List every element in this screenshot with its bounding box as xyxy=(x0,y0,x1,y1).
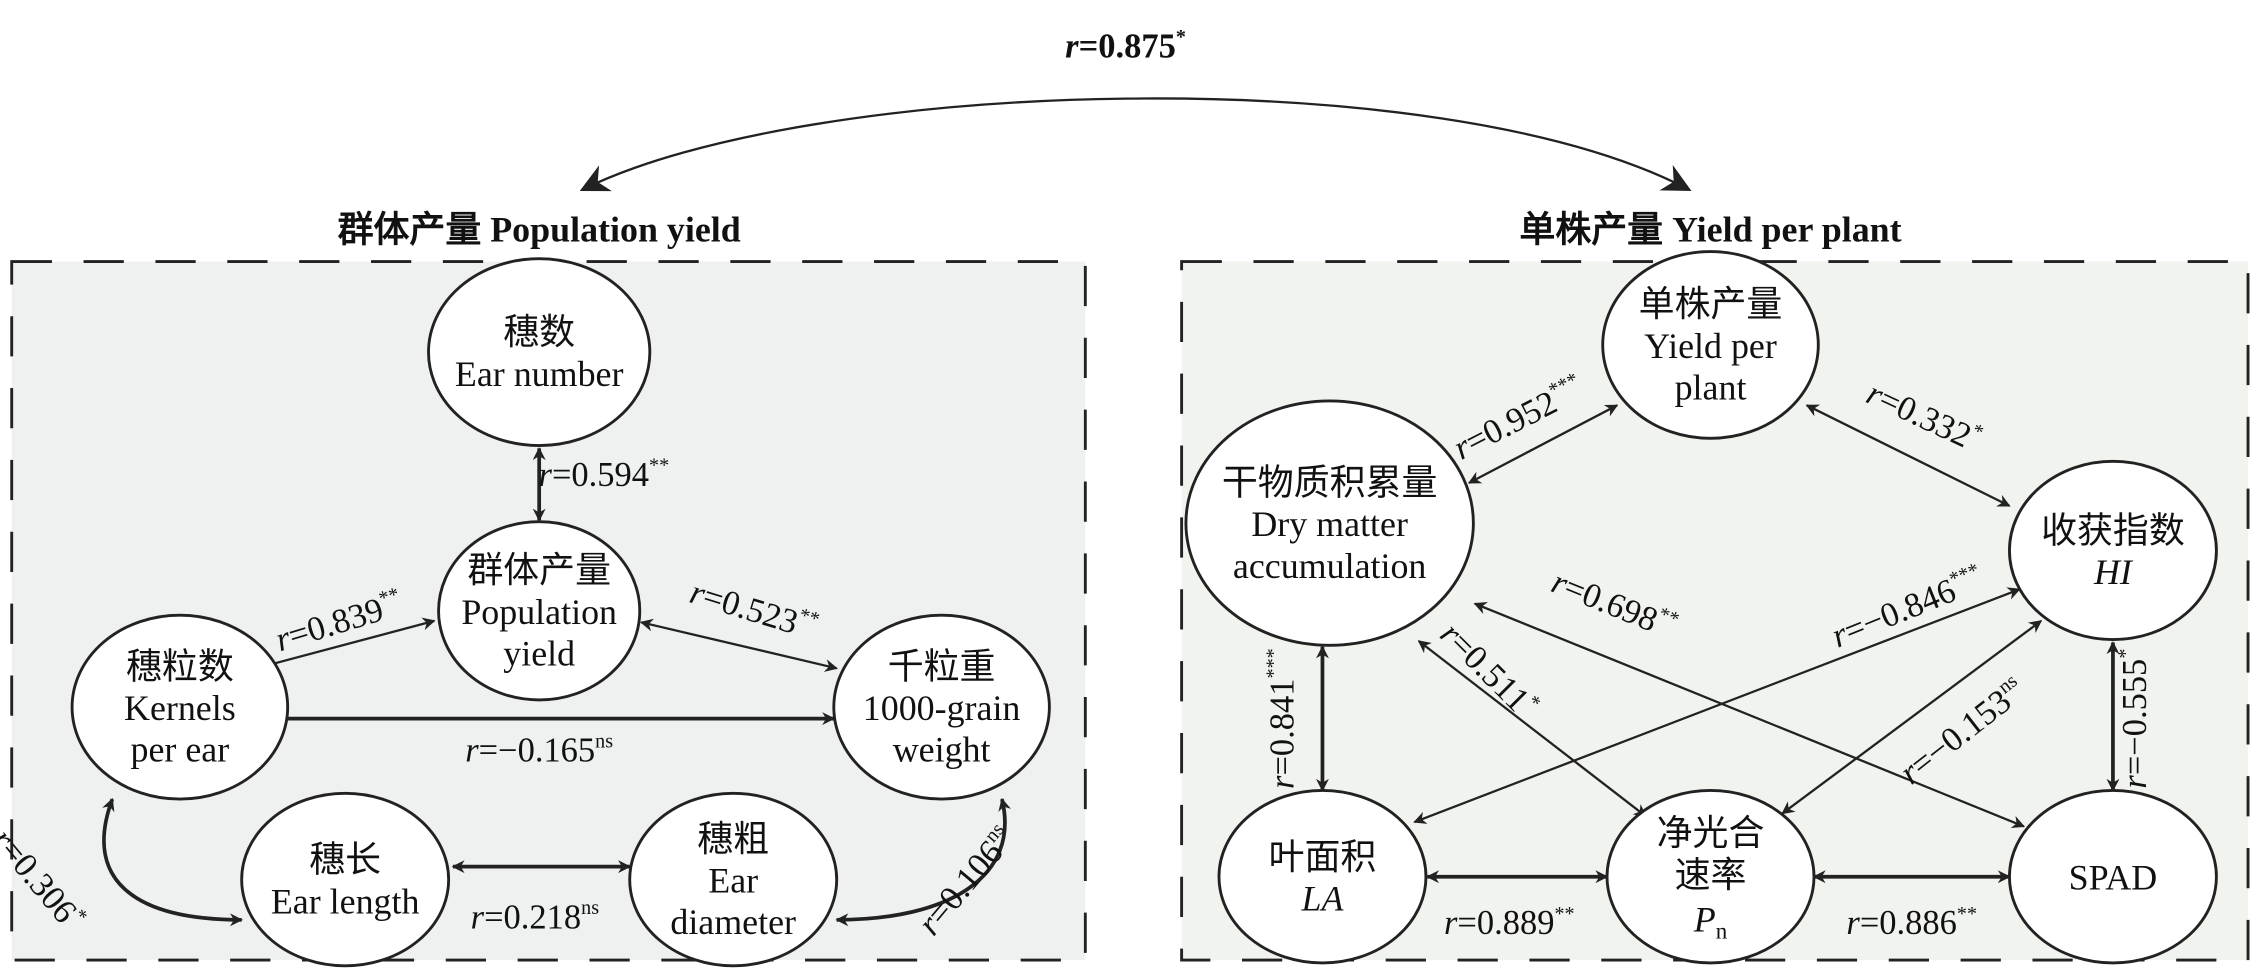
node-label: 群体产量 xyxy=(467,550,611,590)
significance-mark: ** xyxy=(1957,903,1977,925)
correlation-value: =−0.555 xyxy=(2116,659,2154,775)
r-symbol: r xyxy=(539,456,553,494)
node-label: Ear xyxy=(708,861,758,901)
edge-population-yield-to-grain-weight xyxy=(639,618,838,672)
correlation-label-la-to-pn: r=0.889** xyxy=(1444,903,1575,942)
node-label: per ear xyxy=(131,730,230,770)
r-symbol: r xyxy=(1264,775,1302,789)
node-label: Population xyxy=(461,592,617,632)
correlation-value: =0.841 xyxy=(1264,678,1302,775)
node-label: 穗粒数 xyxy=(126,646,234,686)
node-label: SPAD xyxy=(2069,858,2158,898)
node-label: 叶面积 xyxy=(1269,837,1377,877)
correlation-label-dry-matter-to-la: r=0.841*** xyxy=(1262,648,1301,789)
significance-mark: ns xyxy=(581,897,599,919)
edge-hi-to-pn xyxy=(1781,619,2043,815)
node-ellipse xyxy=(1184,399,1475,647)
node-label: 干物质积累量 xyxy=(1222,462,1438,502)
correlation-label-ear-number-to-population-yield: r=0.594** xyxy=(539,454,670,493)
node-ellipse xyxy=(1605,789,1816,965)
correlation-label-hi-to-spad: r=−0.555* xyxy=(2115,649,2154,789)
node-label: 穗长 xyxy=(309,840,381,880)
significance-mark: ** xyxy=(649,454,669,476)
correlation-label-kernels-per-ear-to-grain-weight: r=−0.165ns xyxy=(465,730,613,769)
node-label: weight xyxy=(893,730,991,770)
node-ellipse xyxy=(1217,789,1428,965)
panel-title-yield-per-plant: 单株产量 Yield per plant xyxy=(1519,209,1901,249)
node-label: LA xyxy=(1301,878,1345,918)
correlation-value: =0.594 xyxy=(552,456,649,494)
node-label: 净光合 xyxy=(1657,813,1765,853)
correlation-value: =0.889 xyxy=(1457,904,1554,942)
node-label: 速率 xyxy=(1675,855,1747,895)
edge-kernels-per-ear-to-population-yield xyxy=(254,617,436,672)
significance-mark: ** xyxy=(1554,903,1574,925)
node-ellipse xyxy=(628,791,839,968)
node-label: Ear length xyxy=(271,881,420,921)
node-label-symbol: P xyxy=(1693,899,1716,939)
node-ellipse xyxy=(2008,789,2218,965)
node-ellipse xyxy=(427,257,652,447)
node-label: yield xyxy=(503,633,575,673)
edge-kernels-per-ear-to-ear-length xyxy=(102,797,243,927)
top-correlation-arc xyxy=(579,97,1692,192)
edge-ear-diameter-to-grain-weight xyxy=(835,797,1011,927)
r-symbol: r xyxy=(465,732,479,770)
node-label: 1000-grain xyxy=(863,688,1021,728)
node-label: 穗数 xyxy=(503,312,575,352)
node-label: 穗粗 xyxy=(697,819,769,859)
r-symbol: r xyxy=(2116,775,2154,789)
node-label: Ear number xyxy=(455,354,624,394)
node-spad: SPAD xyxy=(2008,789,2218,965)
correlation-value: =0.218 xyxy=(484,898,581,936)
significance-mark: *** xyxy=(1262,648,1284,678)
node-label-subscript: n xyxy=(1716,919,1728,944)
node-label: plant xyxy=(1675,368,1747,408)
panel-title-population-yield: 群体产量 Population yield xyxy=(338,209,741,249)
node-label: 收获指数 xyxy=(2041,511,2185,551)
significance-mark: ns xyxy=(595,730,613,752)
node-ellipse xyxy=(437,520,642,702)
node-ellipse xyxy=(240,791,451,968)
node-label: HI xyxy=(2093,552,2134,592)
node-label: Dry matter xyxy=(1251,504,1408,544)
node-label: diameter xyxy=(670,902,796,942)
edge-dry-matter-to-yield-per-plant xyxy=(1467,404,1619,484)
node-ellipse xyxy=(2008,459,2218,642)
node-label: accumulation xyxy=(1233,546,1427,586)
correlation-label-pn-to-spad: r=0.886** xyxy=(1846,903,1977,942)
node-label: Kernels xyxy=(124,688,236,728)
r-symbol: r xyxy=(1444,904,1458,942)
top-correlation-label: r=0.875* xyxy=(1065,26,1186,65)
node-ellipse xyxy=(832,613,1051,801)
node-label: 千粒重 xyxy=(888,646,996,686)
correlation-value: =0.886 xyxy=(1860,904,1957,942)
node-label: Yield per xyxy=(1644,326,1777,366)
node-label: 单株产量 xyxy=(1639,284,1783,324)
r-symbol: r xyxy=(471,898,485,936)
significance-mark: * xyxy=(2115,649,2137,659)
correlation-label-ear-length-to-ear-diameter: r=0.218ns xyxy=(471,897,600,936)
node-ellipse xyxy=(1601,250,1820,440)
node-ellipse xyxy=(70,613,290,801)
edge-yield-per-plant-to-hi xyxy=(1805,404,2011,507)
correlation-value: =−0.165 xyxy=(479,732,595,770)
r-symbol: r xyxy=(1846,904,1860,942)
node-label: Pn xyxy=(1693,899,1728,943)
